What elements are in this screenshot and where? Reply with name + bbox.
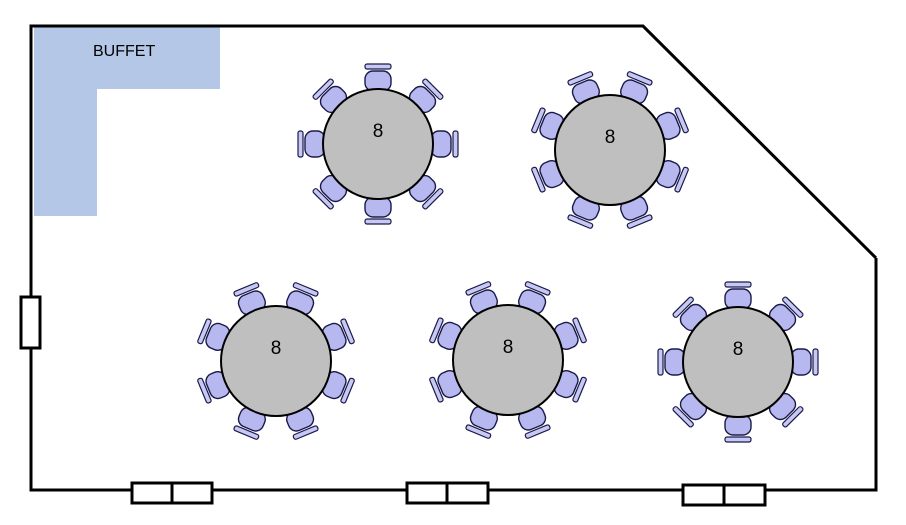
chair — [657, 348, 686, 376]
round-table: 8 — [657, 281, 819, 443]
chair — [790, 348, 819, 376]
table-seat-count: 8 — [605, 127, 616, 148]
round-table: 8 — [297, 63, 459, 225]
table-top — [452, 304, 564, 416]
chair — [620, 195, 653, 229]
table-top — [554, 94, 666, 206]
double-door-right — [681, 483, 767, 507]
table-seat-count: 8 — [503, 337, 514, 358]
buffet-area — [34, 27, 220, 216]
chair — [655, 160, 689, 193]
double-door-left — [130, 481, 214, 505]
chair — [724, 414, 752, 443]
round-table: 8 — [429, 281, 587, 439]
table-top — [682, 306, 794, 418]
chair — [364, 63, 392, 92]
table-top — [220, 305, 332, 417]
room-wall — [29, 24, 878, 492]
chair — [430, 130, 459, 158]
buffet-label: BUFFET — [93, 43, 155, 60]
chair-ring — [429, 281, 587, 439]
round-table: 8 — [531, 71, 689, 229]
table-top — [322, 88, 434, 200]
chair — [364, 196, 392, 225]
table-seat-count: 8 — [271, 338, 282, 359]
chair — [768, 296, 804, 332]
side-door — [19, 295, 42, 350]
chair — [724, 281, 752, 310]
double-door-center — [405, 481, 490, 505]
table-seat-count: 8 — [373, 121, 384, 142]
chair — [297, 130, 326, 158]
table-seat-count: 8 — [733, 339, 744, 360]
round-table: 8 — [197, 282, 355, 440]
